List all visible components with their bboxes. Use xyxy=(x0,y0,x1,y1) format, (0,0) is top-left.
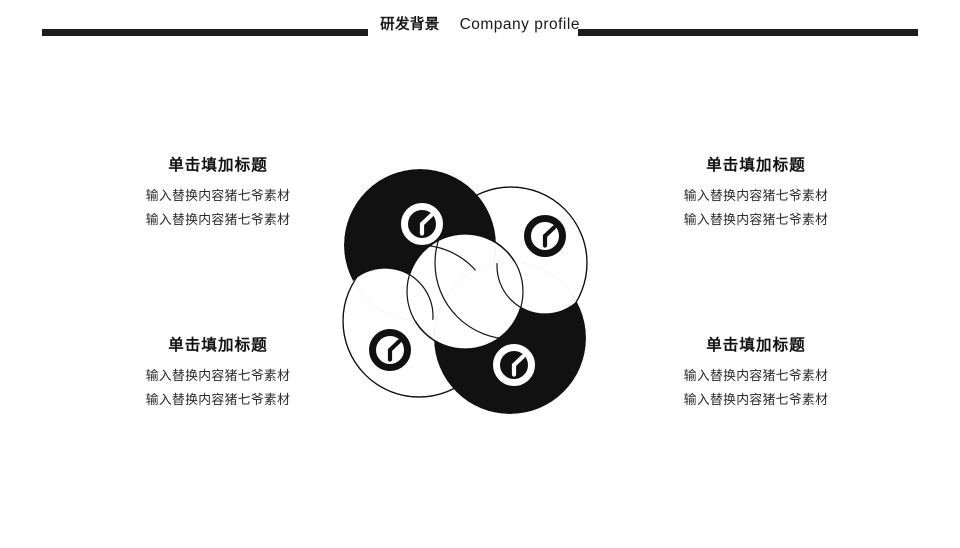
block-body-line: 输入替换内容猪七爷素材 xyxy=(145,188,291,203)
block-title: 单击填加标题 xyxy=(706,157,806,174)
block-body-line: 输入替换内容猪七爷素材 xyxy=(683,188,829,203)
petal-top-right-outline xyxy=(434,186,588,340)
page-title-chinese: 研发背景 xyxy=(380,17,440,33)
pinwheel-diagram xyxy=(337,166,593,416)
pinwheel-core-outline xyxy=(406,232,524,351)
block-body-line: 输入替换内容猪七爷素材 xyxy=(145,212,291,227)
block-body-line: 输入替换内容猪七爷素材 xyxy=(683,212,829,227)
block-body-line: 输入替换内容猪七爷素材 xyxy=(683,368,829,383)
content-block-top-right[interactable]: 单击填加标题 输入替换内容猪七爷素材 输入替换内容猪七爷素材 xyxy=(606,156,906,232)
header-rule-left xyxy=(42,29,368,36)
block-title: 单击填加标题 xyxy=(706,337,806,354)
block-title: 单击填加标题 xyxy=(168,157,268,174)
content-block-top-left[interactable]: 单击填加标题 输入替换内容猪七爷素材 输入替换内容猪七爷素材 xyxy=(68,156,368,232)
slide-header: 研发背景 Company profile xyxy=(0,0,960,52)
content-block-bottom-left[interactable]: 单击填加标题 输入替换内容猪七爷素材 输入替换内容猪七爷素材 xyxy=(68,336,368,412)
block-body-line: 输入替换内容猪七爷素材 xyxy=(683,392,829,407)
block-title: 单击填加标题 xyxy=(168,337,268,354)
header-rule-right xyxy=(578,29,918,36)
page-title: 研发背景 Company profile xyxy=(0,14,960,36)
block-body-line: 输入替换内容猪七爷素材 xyxy=(145,368,291,383)
block-body-line: 输入替换内容猪七爷素材 xyxy=(145,392,291,407)
content-block-bottom-right[interactable]: 单击填加标题 输入替换内容猪七爷素材 输入替换内容猪七爷素材 xyxy=(606,336,906,412)
page-title-english: Company profile xyxy=(459,16,580,33)
